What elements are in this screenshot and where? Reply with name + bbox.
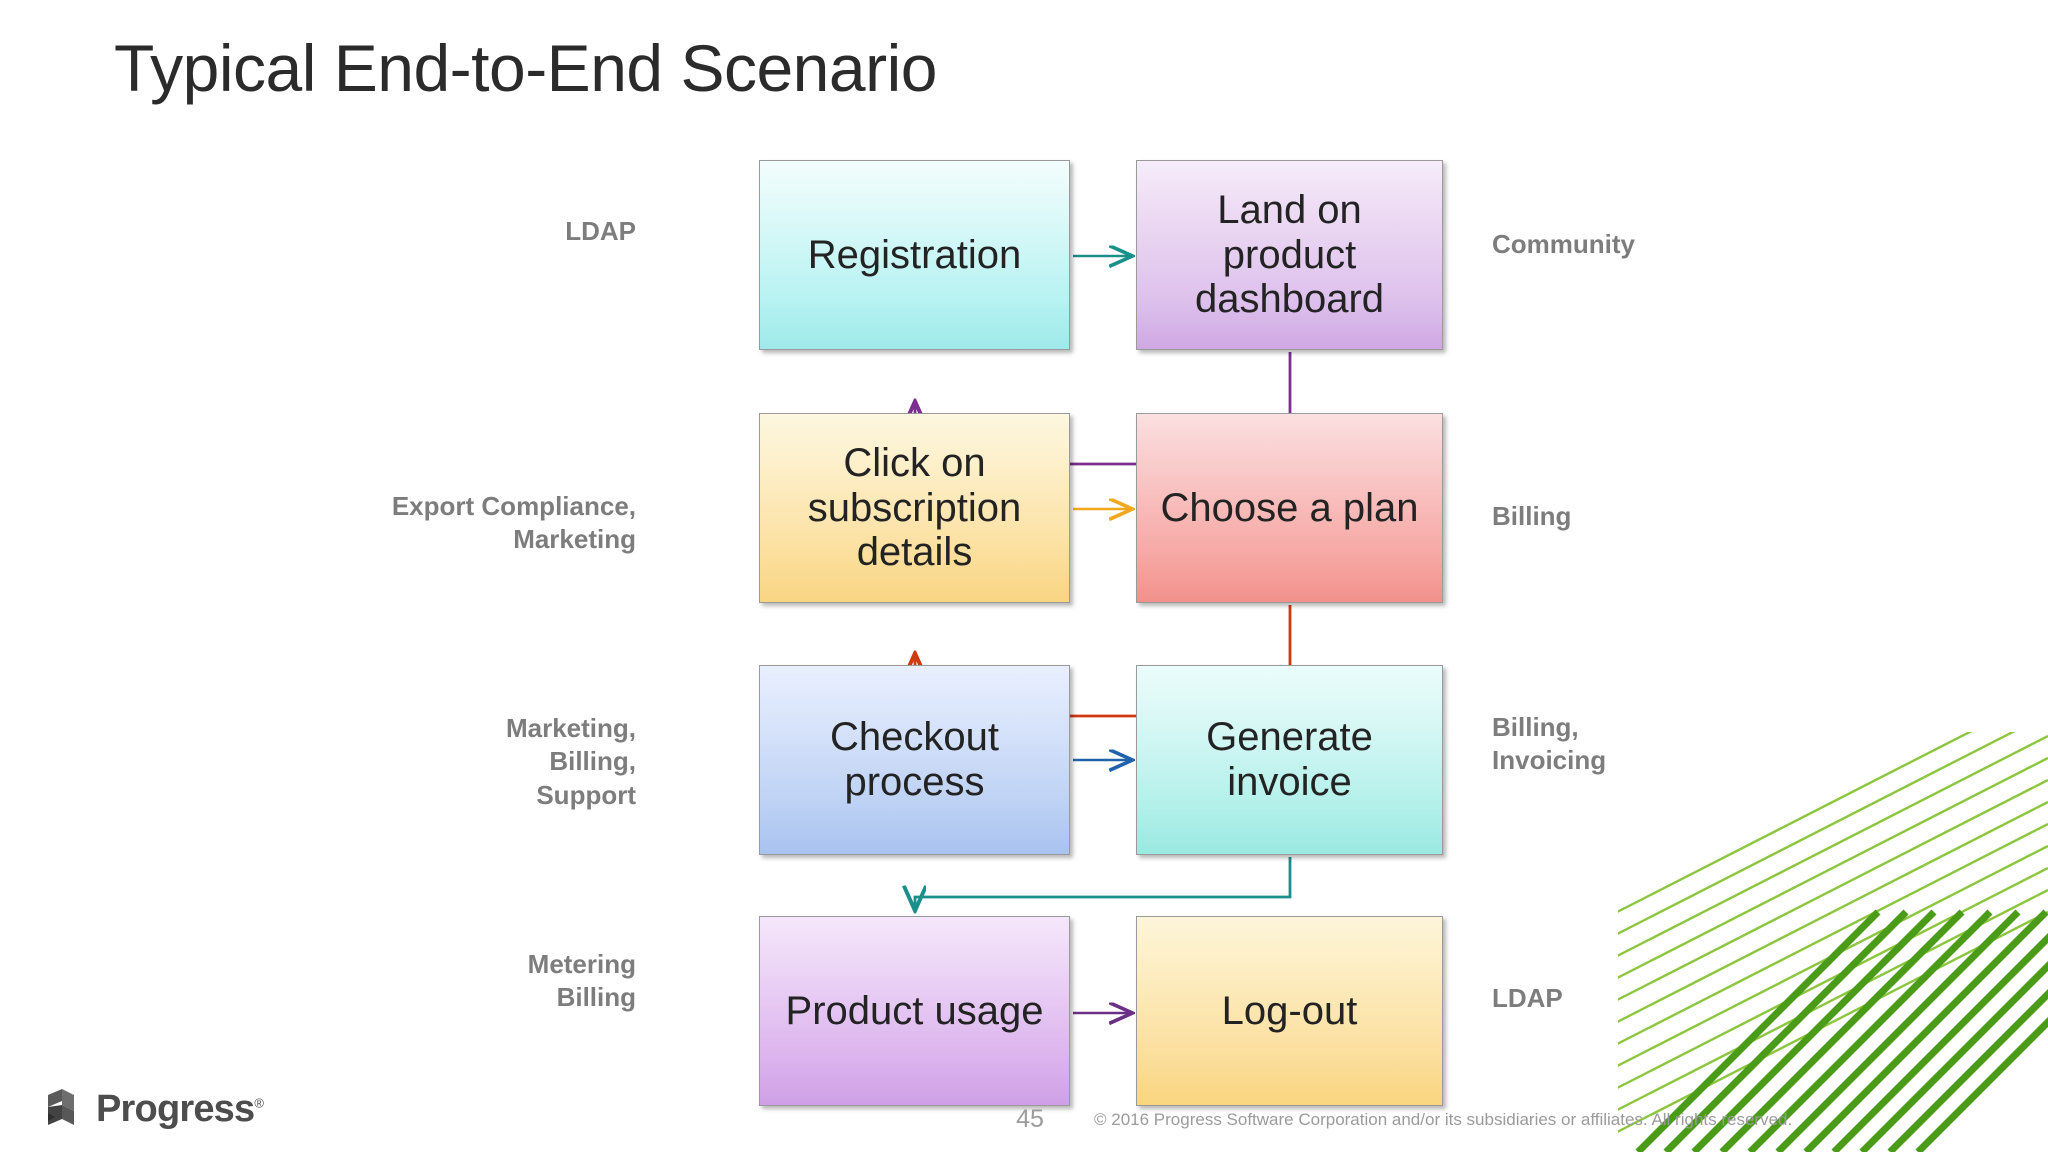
page-number: 45 <box>1016 1105 1044 1133</box>
right-label-billing: Billing <box>1492 501 1572 531</box>
flow-node-usage[interactable]: Product usage <box>759 916 1070 1106</box>
flow-node-label: Log-out <box>1221 988 1358 1033</box>
flow-node-registration[interactable]: Registration <box>759 160 1070 350</box>
left-label-export-compliance: Export Compliance, Marketing <box>391 491 636 555</box>
flow-node-label: Land on product dashboard <box>1194 187 1385 322</box>
flow-node-logout[interactable]: Log-out <box>1136 916 1443 1106</box>
flow-node-label: Registration <box>807 232 1022 277</box>
right-label-ldap-2: LDAP <box>1492 983 1563 1013</box>
progress-logo: Progress® <box>42 1085 264 1134</box>
copyright-notice: © 2016 Progress Software Corporation and… <box>1094 1110 1793 1129</box>
flow-node-dashboard[interactable]: Land on product dashboard <box>1136 160 1443 350</box>
flow-node-invoice[interactable]: Generate invoice <box>1136 665 1443 855</box>
right-label-community: Community <box>1492 229 1635 259</box>
flow-node-label: Product usage <box>785 988 1044 1033</box>
progress-wordmark-text: Progress <box>96 1088 255 1130</box>
progress-mark-icon <box>42 1085 86 1134</box>
flow-node-label: Click on subscription details <box>807 440 1022 575</box>
progress-wordmark: Progress® <box>96 1088 264 1131</box>
flow-node-subscription[interactable]: Click on subscription details <box>759 413 1070 603</box>
left-label-marketing-billing-support: Marketing, Billing, Support <box>505 713 636 810</box>
left-label-ldap-1: LDAP <box>565 216 636 246</box>
flow-node-label: Generate invoice <box>1206 715 1373 804</box>
flow-node-label: Checkout process <box>830 715 999 804</box>
flow-node-checkout[interactable]: Checkout process <box>759 665 1070 855</box>
flow-node-plan[interactable]: Choose a plan <box>1136 413 1443 603</box>
edge-invoice-to-usage <box>915 857 1292 908</box>
right-label-billing-invoicing: Billing, Invoicing <box>1492 712 1607 776</box>
page-title: Typical End-to-End Scenario <box>114 31 937 105</box>
progress-trademark: ® <box>254 1095 264 1111</box>
left-label-metering-billing: Metering Billing <box>527 949 636 1013</box>
flow-node-label: Choose a plan <box>1160 485 1419 530</box>
